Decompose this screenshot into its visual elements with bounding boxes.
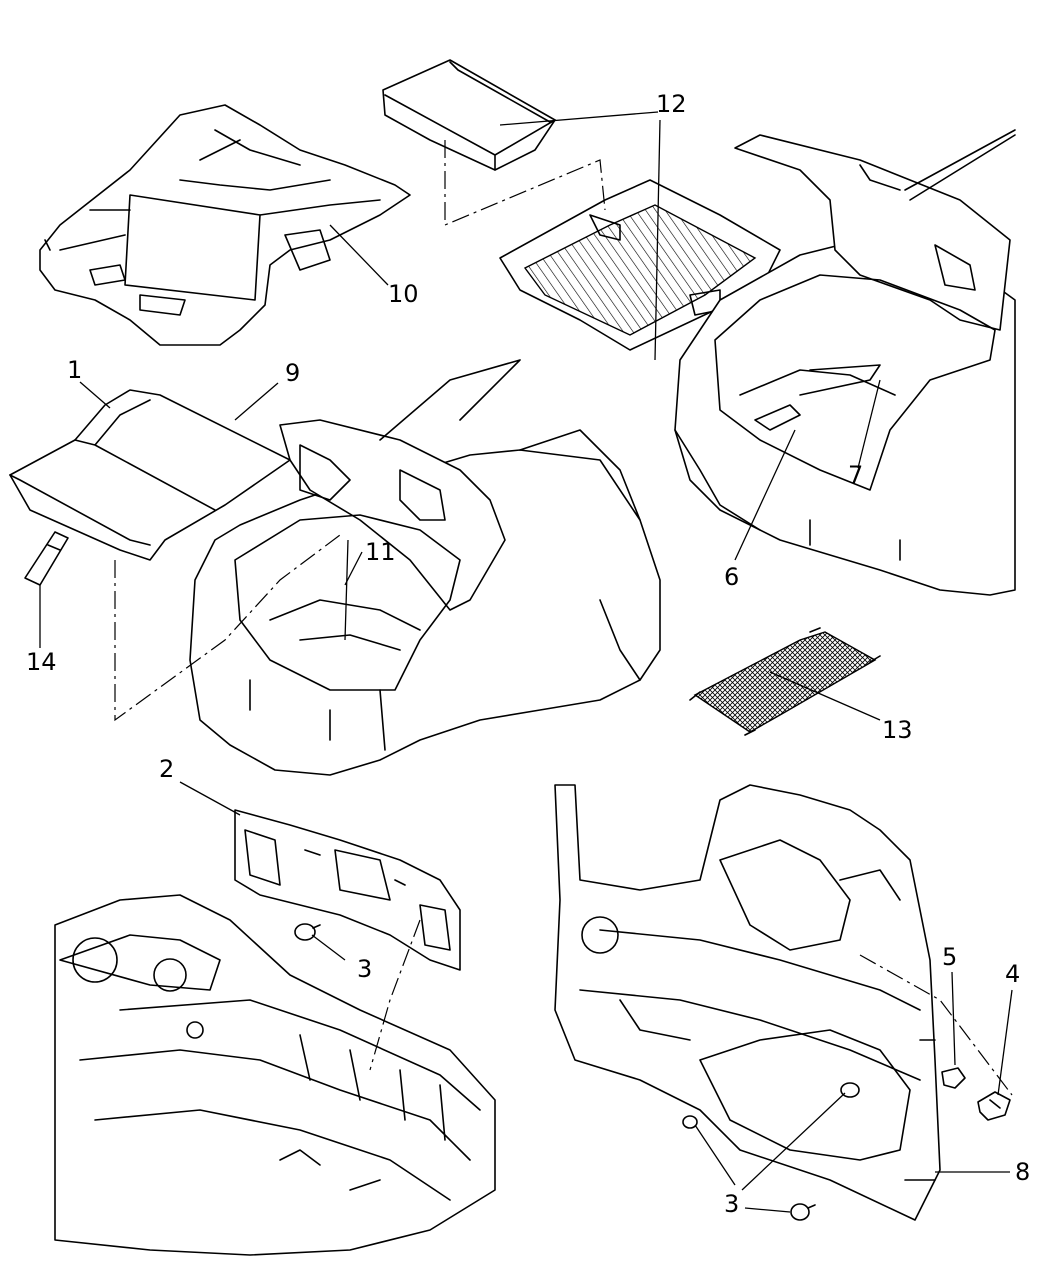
- lid-to-tray-dashed-leader: [444, 140, 606, 226]
- bin-lid-drawing: [382, 59, 556, 171]
- callout-11: 11: [365, 538, 396, 566]
- clip-fastener-5: [941, 1067, 966, 1089]
- push-pin-fastener-side-a: [840, 1082, 860, 1098]
- cargo-tray-drawing: [499, 179, 781, 351]
- wagon-rear-drawing: [674, 129, 1016, 596]
- callout-3-top: 3: [357, 955, 372, 983]
- leader-lines: [39, 111, 1013, 1213]
- callout-5: 5: [942, 943, 957, 971]
- clip-fastener-4: [977, 1091, 1011, 1121]
- panel-to-trunk-dashed-leader: [114, 534, 341, 722]
- wagon-cargo-area-drawing: [554, 784, 941, 1221]
- callout-1: 1: [67, 356, 82, 384]
- callout-6: 6: [724, 563, 739, 591]
- callout-9: 9: [285, 359, 300, 387]
- push-pin-fastener-side-b: [682, 1115, 698, 1129]
- callout-8: 8: [1015, 1158, 1030, 1186]
- callout-3-bottom: 3: [724, 1190, 739, 1218]
- callout-2: 2: [159, 755, 174, 783]
- callout-7: 7: [848, 461, 863, 489]
- floor-carpet-drawing: [39, 104, 411, 346]
- small-pad-drawing: [24, 531, 69, 586]
- callout-14: 14: [26, 648, 57, 676]
- clip-dashed-leader: [859, 954, 1013, 1096]
- callout-10: 10: [388, 280, 419, 308]
- trim-to-floor-dashed-leader: [369, 919, 421, 1071]
- sedan-trunk-floor-drawing: [54, 894, 496, 1256]
- rear-panel-trim-drawing: [234, 809, 461, 971]
- callout-4: 4: [1005, 960, 1020, 988]
- cargo-net-drawing: [689, 627, 881, 736]
- callout-12: 12: [656, 90, 687, 118]
- load-floor-panel-drawing: [9, 389, 291, 561]
- callout-13: 13: [882, 716, 913, 744]
- push-pin-fastener-bottom: [790, 1203, 816, 1221]
- sedan-rear-drawing: [189, 359, 661, 776]
- push-pin-fastener-top: [294, 923, 321, 941]
- callout-labels: 1 2 3 3 4 5 6 7 8 9 10 11 12 13 14: [26, 90, 1030, 1218]
